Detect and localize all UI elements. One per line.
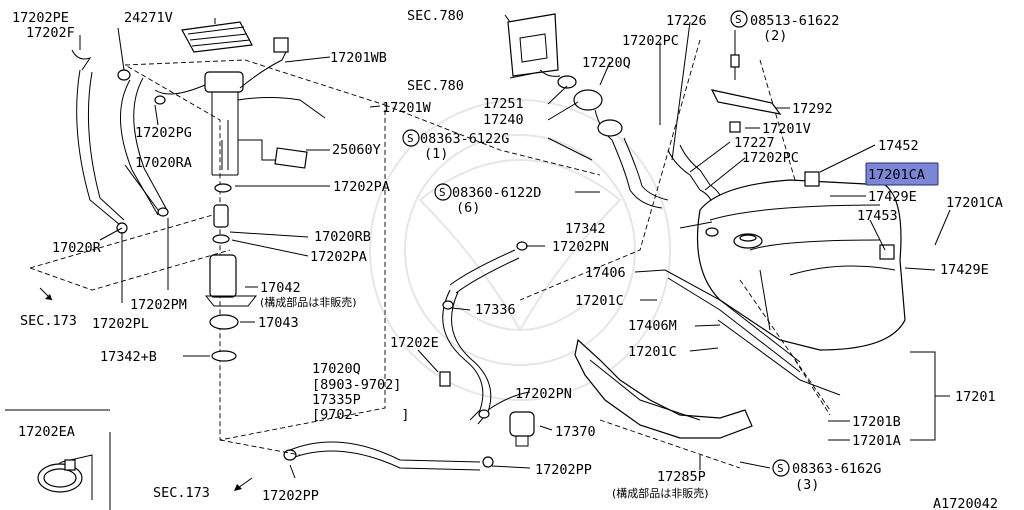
label-17201: 17201 bbox=[955, 389, 996, 405]
label-17042: 17042 bbox=[260, 280, 301, 296]
label-17202pe: 17202PE bbox=[12, 10, 69, 26]
label-17336: 17336 bbox=[475, 302, 516, 318]
figure-id: A1720042 bbox=[933, 496, 998, 510]
label-17201ca: 17201CA bbox=[946, 195, 1003, 211]
label-17452: 17452 bbox=[878, 138, 919, 154]
label-17429e-a: 17429E bbox=[868, 189, 917, 205]
screw-symbol-3: S bbox=[439, 186, 446, 199]
bracket-17292 bbox=[710, 54, 782, 133]
screw-symbol-2: S bbox=[407, 132, 414, 145]
label-17201c-b: 17201C bbox=[628, 344, 677, 360]
vent-hoses-left bbox=[71, 49, 206, 234]
watermark-emblem bbox=[369, 99, 671, 401]
label-17201c-a: 17201C bbox=[575, 293, 624, 309]
label-17201b: 17201B bbox=[852, 414, 901, 430]
label-qty-1: (1) bbox=[424, 146, 448, 162]
screw-symbols: S S S S bbox=[402, 10, 790, 477]
label-sec173-bottom: SEC.173 bbox=[153, 485, 210, 501]
label-17202pc-top: 17202PC bbox=[622, 33, 679, 49]
label-17335p: 17335P bbox=[312, 392, 361, 408]
label-08513-61622: 08513-61622 bbox=[750, 13, 839, 29]
clamp-17202ea-inset bbox=[5, 409, 110, 493]
label-17220q: 17220Q bbox=[582, 55, 631, 71]
label-range-8903-9702: [8903-9702] bbox=[312, 377, 401, 393]
label-17201wb: 17201WB bbox=[330, 50, 387, 66]
note-not-sold-b: (構成部品は非販売) bbox=[612, 486, 709, 500]
label-17020ra: 17020RA bbox=[135, 155, 192, 171]
label-17453: 17453 bbox=[857, 208, 898, 224]
label-17429e-b: 17429E bbox=[940, 262, 989, 278]
label-17201ca-highlighted[interactable]: 17201CA bbox=[868, 167, 925, 183]
label-17202pa-a: 17202PA bbox=[333, 179, 390, 195]
label-17406: 17406 bbox=[585, 265, 626, 281]
label-17201a: 17201A bbox=[852, 433, 901, 449]
label-range-9702: [9702- ] bbox=[312, 407, 410, 423]
sec780-parts bbox=[507, 13, 669, 209]
label-17202pl: 17202PL bbox=[92, 316, 149, 332]
label-17202pc-mid: 17202PC bbox=[742, 150, 799, 166]
label-qty-6: (6) bbox=[456, 200, 480, 216]
label-17370: 17370 bbox=[555, 424, 596, 440]
label-17240: 17240 bbox=[483, 112, 524, 128]
label-17020q: 17020Q bbox=[312, 361, 361, 377]
leader-guides bbox=[219, 104, 831, 469]
label-08360-6122d: 08360-6122D bbox=[452, 185, 541, 201]
label-17342: 17342 bbox=[565, 221, 606, 237]
screw-symbol-4: S bbox=[777, 462, 784, 475]
label-17406m: 17406M bbox=[628, 318, 677, 334]
label-17202pn-b: 17202PN bbox=[515, 386, 572, 402]
tank-straps bbox=[664, 269, 841, 396]
label-17020r: 17020R bbox=[52, 240, 102, 256]
fuel-lines bbox=[283, 241, 535, 471]
label-17202pa-b: 17202PA bbox=[310, 249, 367, 265]
label-17202e: 17202E bbox=[390, 335, 439, 351]
label-sec780-mid: SEC.780 bbox=[407, 78, 464, 94]
label-17285p: 17285P bbox=[657, 469, 706, 485]
label-24271v: 24271V bbox=[124, 10, 173, 26]
leader-lines bbox=[47, 14, 951, 510]
heat-shield bbox=[574, 338, 753, 439]
label-08363-6162g: 08363-6162G bbox=[792, 461, 881, 477]
label-17342-b: 17342+B bbox=[100, 349, 157, 365]
label-17043: 17043 bbox=[258, 315, 299, 331]
label-17201v: 17201V bbox=[762, 121, 811, 137]
label-25060y: 25060Y bbox=[332, 142, 381, 158]
label-sec780-top: SEC.780 bbox=[407, 8, 464, 24]
label-17226: 17226 bbox=[666, 13, 707, 29]
label-08363-6122g: 08363-6122G bbox=[420, 131, 509, 147]
label-qty-2: (2) bbox=[763, 28, 787, 44]
label-17202f: 17202F bbox=[26, 25, 75, 41]
sec173-arrows bbox=[39, 287, 253, 491]
label-17202pn-a: 17202PN bbox=[552, 239, 609, 255]
label-qty-3: (3) bbox=[795, 477, 819, 493]
label-17251: 17251 bbox=[483, 96, 524, 112]
label-17020rb: 17020RB bbox=[314, 229, 371, 245]
label-17202ea: 17202EA bbox=[18, 424, 75, 440]
fuel-pump-assembly bbox=[29, 21, 386, 441]
label-sec173-left: SEC.173 bbox=[20, 313, 77, 329]
highlighted-part-box bbox=[865, 162, 939, 186]
label-17201w: 17201W bbox=[382, 100, 432, 116]
label-17202pp-a: 17202PP bbox=[262, 488, 319, 504]
label-17202pm: 17202PM bbox=[130, 297, 187, 313]
screw-symbol-1: S bbox=[735, 13, 742, 26]
label-17202pg: 17202PG bbox=[135, 125, 192, 141]
label-17292: 17292 bbox=[792, 101, 833, 117]
label-17227: 17227 bbox=[734, 135, 775, 151]
part-labels: 17202PE 24271V SEC.780 17226 08513-61622… bbox=[12, 8, 1003, 510]
note-not-sold-a: (構成部品は非販売) bbox=[260, 295, 357, 309]
fuel-tank bbox=[696, 171, 906, 351]
label-17202pp-b: 17202PP bbox=[535, 462, 592, 478]
